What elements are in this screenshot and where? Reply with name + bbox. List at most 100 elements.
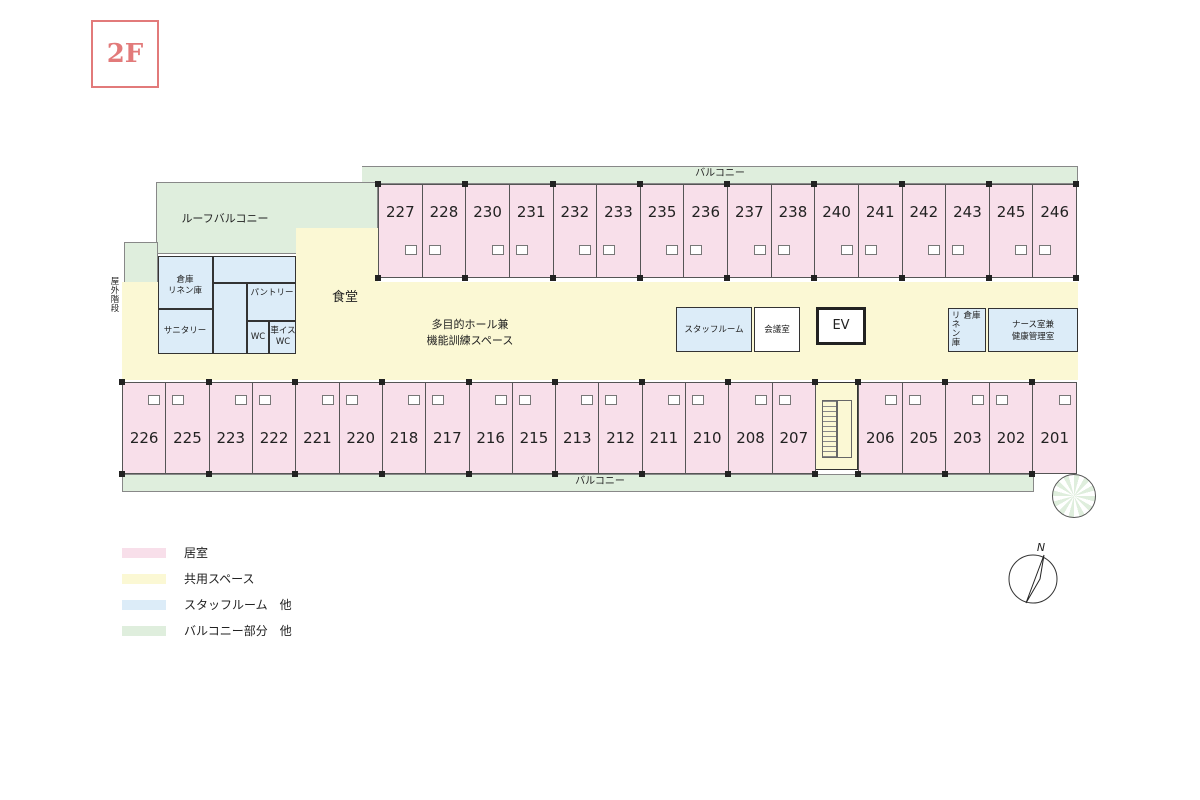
bathroom-fixture (603, 245, 616, 255)
compass-north-label: N (1036, 541, 1046, 554)
bathroom-fixture (148, 395, 161, 405)
room-number: 213 (562, 429, 592, 447)
bathroom-fixture (1015, 245, 1028, 255)
bottom-balcony-label: バルコニー (575, 476, 625, 487)
nurse-room (988, 308, 1078, 352)
column-pillar (942, 379, 949, 385)
bathroom-fixture (321, 395, 334, 405)
column-pillar (724, 181, 730, 187)
bottom-room: 212 (598, 382, 643, 474)
bathroom-fixture (754, 395, 767, 405)
bathroom-fixture (690, 245, 703, 255)
room-number: 223 (216, 429, 246, 447)
top-room: 236 (683, 184, 728, 278)
top-room: 242 (901, 184, 947, 278)
bottom-room: 210 (685, 382, 730, 474)
room-number: 227 (385, 203, 415, 221)
column-pillar (549, 181, 556, 187)
bathroom-fixture (928, 245, 941, 255)
bathroom-fixture (581, 395, 594, 405)
bottom-room: 217 (425, 382, 470, 474)
bathroom-fixture (1039, 245, 1052, 255)
room-number: 235 (647, 203, 677, 221)
storage-left-label-1: 倉庫 (176, 275, 194, 285)
service-wall-h2 (212, 282, 296, 284)
bathroom-fixture (884, 395, 897, 405)
legend-swatch (122, 626, 166, 636)
bathroom-fixture (952, 245, 965, 255)
service-wall-v1 (212, 256, 214, 354)
room-number: 220 (346, 429, 376, 447)
bottom-room: 205 (901, 382, 947, 474)
bathroom-fixture (432, 395, 445, 405)
compass: N (1004, 541, 1062, 605)
column-pillar (811, 181, 818, 187)
column-pillar (1073, 181, 1079, 187)
bottom-room: 202 (988, 382, 1034, 474)
column-pillar (292, 379, 299, 385)
column-pillar (462, 275, 469, 281)
column-pillar (855, 379, 861, 385)
room-number: 237 (734, 203, 764, 221)
column-pillar (292, 471, 299, 477)
linen-right-label: リネン庫 (951, 311, 961, 348)
column-pillar (552, 379, 559, 385)
bottom-room: 207 (771, 382, 816, 474)
column-pillar (985, 275, 992, 281)
bathroom-fixture (777, 245, 790, 255)
top-room: 230 (465, 184, 510, 278)
top-room: 246 (1032, 184, 1077, 278)
bathroom-fixture (518, 395, 531, 405)
hall-label-line1: 多目的ホール兼 (431, 318, 509, 331)
service-wall-v3 (268, 320, 270, 354)
room-number: 246 (1040, 203, 1069, 221)
column-pillar (898, 275, 905, 281)
bottom-room: 226 (122, 382, 167, 474)
compass-icon (1008, 554, 1058, 604)
top-room: 241 (857, 184, 903, 278)
room-number: 231 (516, 203, 546, 221)
room-number: 228 (429, 203, 459, 221)
wheelchair-wc-label-2: WC (275, 337, 291, 347)
column-pillar (552, 471, 559, 477)
top-room: 228 (421, 184, 467, 278)
legend-swatch (122, 574, 166, 584)
room-number: 205 (909, 429, 939, 447)
column-pillar (812, 379, 818, 385)
column-pillar (465, 379, 472, 385)
column-pillar (811, 275, 818, 281)
column-pillar (119, 379, 125, 385)
bathroom-fixture (258, 395, 271, 405)
bathroom-fixture (864, 245, 877, 255)
bathroom-fixture (172, 395, 185, 405)
bathroom-fixture (840, 245, 853, 255)
bottom-room: 221 (295, 382, 340, 474)
room-number: 226 (129, 429, 159, 447)
floor-badge: 2F (91, 20, 159, 88)
bottom-room: 215 (511, 382, 557, 474)
legend-label: 居室 (184, 546, 209, 560)
room-number: 236 (691, 203, 720, 221)
sanitary-label: サニタリー (163, 326, 207, 336)
room-number: 242 (909, 203, 939, 221)
room-number: 225 (173, 429, 202, 447)
room-number: 201 (1040, 429, 1069, 447)
bathroom-fixture (692, 395, 705, 405)
column-pillar (462, 181, 469, 187)
column-pillar (119, 471, 125, 477)
room-number: 207 (779, 429, 809, 447)
column-pillar (942, 471, 949, 477)
bottom-balcony (122, 474, 1034, 492)
stair-rail (836, 400, 852, 458)
stair-steps (822, 400, 838, 458)
column-pillar (724, 275, 730, 281)
bathroom-fixture (753, 245, 766, 255)
service-wall-h1 (158, 308, 212, 310)
column-pillar (638, 471, 645, 477)
room-number: 245 (996, 203, 1026, 221)
legend-label: スタッフルーム 他 (184, 598, 292, 612)
bathroom-fixture (605, 395, 618, 405)
room-number: 215 (519, 429, 549, 447)
room-number: 216 (476, 429, 505, 447)
